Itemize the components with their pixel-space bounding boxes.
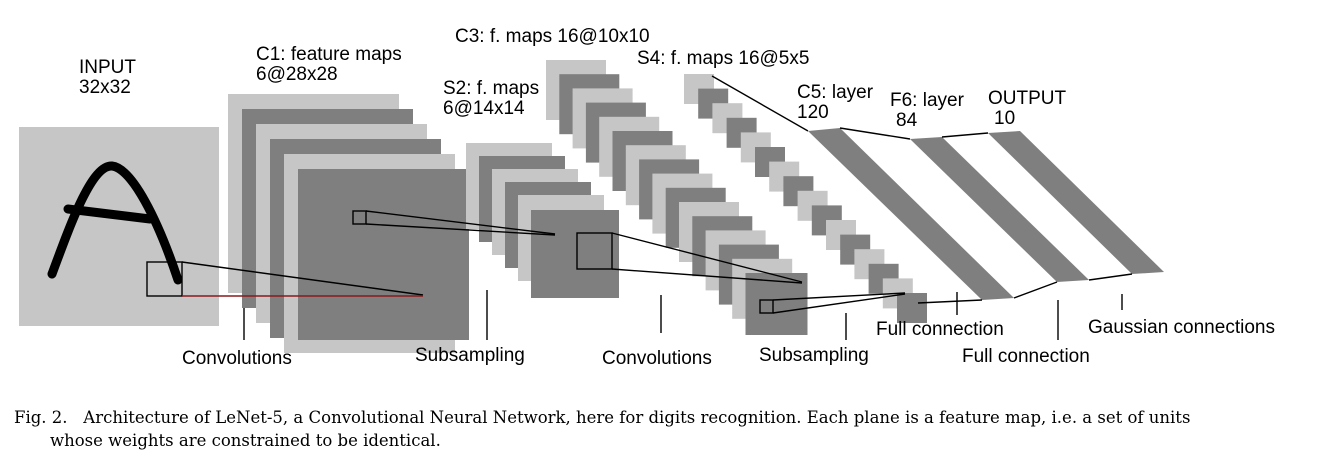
- s4-feature-maps: [684, 74, 927, 323]
- op-convolutions-2: Convolutions: [602, 348, 712, 369]
- op-subsampling-2: Subsampling: [759, 345, 869, 366]
- feature-map-plane: [897, 293, 927, 323]
- c1-feature-maps: [228, 94, 469, 353]
- op-convolutions-1: Convolutions: [182, 348, 292, 369]
- figure-caption: Fig. 2. Architecture of LeNet-5, a Convo…: [14, 406, 1324, 452]
- c5-size: 120: [797, 102, 829, 123]
- figure-label: Fig. 2.: [14, 408, 68, 427]
- output-title: OUTPUT: [988, 88, 1067, 109]
- s2-size: 6@14x14: [443, 98, 525, 119]
- input-digit-glyph: [47, 161, 183, 285]
- f6-title: F6: layer: [890, 90, 965, 111]
- c3-label: C3: f. maps 16@10x10: [455, 26, 650, 47]
- op-subsampling-1: Subsampling: [415, 345, 525, 366]
- output-layer-band: [988, 131, 1164, 274]
- input-plane: [19, 127, 219, 326]
- caption-line-1: Architecture of LeNet-5, a Convolutional…: [83, 408, 1191, 427]
- s2-feature-maps: [466, 143, 619, 298]
- caption-line-2: whose weights are constrained to be iden…: [50, 431, 441, 450]
- f6-layer-band: [910, 137, 1089, 282]
- c5-title: C5: layer: [797, 82, 874, 103]
- operation-ticks: [243, 290, 1123, 340]
- f6-size: 84: [896, 110, 918, 131]
- output-size: 10: [994, 108, 1015, 129]
- input-title: INPUT: [79, 57, 136, 78]
- c1-title: C1: feature maps: [256, 44, 402, 65]
- input-size: 32x32: [79, 77, 131, 98]
- op-full-connection-2: Full connection: [962, 346, 1090, 367]
- c5-layer-band: [808, 128, 1014, 300]
- s2-title: S2: f. maps: [443, 78, 539, 99]
- op-gaussian-connections: Gaussian connections: [1088, 317, 1275, 338]
- connection-lines: [146, 75, 1133, 314]
- lenet5-architecture-diagram: INPUT 32x32 C1: feature maps 6@28x28 C3:…: [19, 26, 1275, 369]
- c3-feature-maps: [546, 60, 808, 335]
- s4-label: S4: f. maps 16@5x5: [637, 48, 809, 69]
- c1-size: 6@28x28: [256, 64, 338, 85]
- op-full-connection-1: Full connection: [876, 319, 1004, 340]
